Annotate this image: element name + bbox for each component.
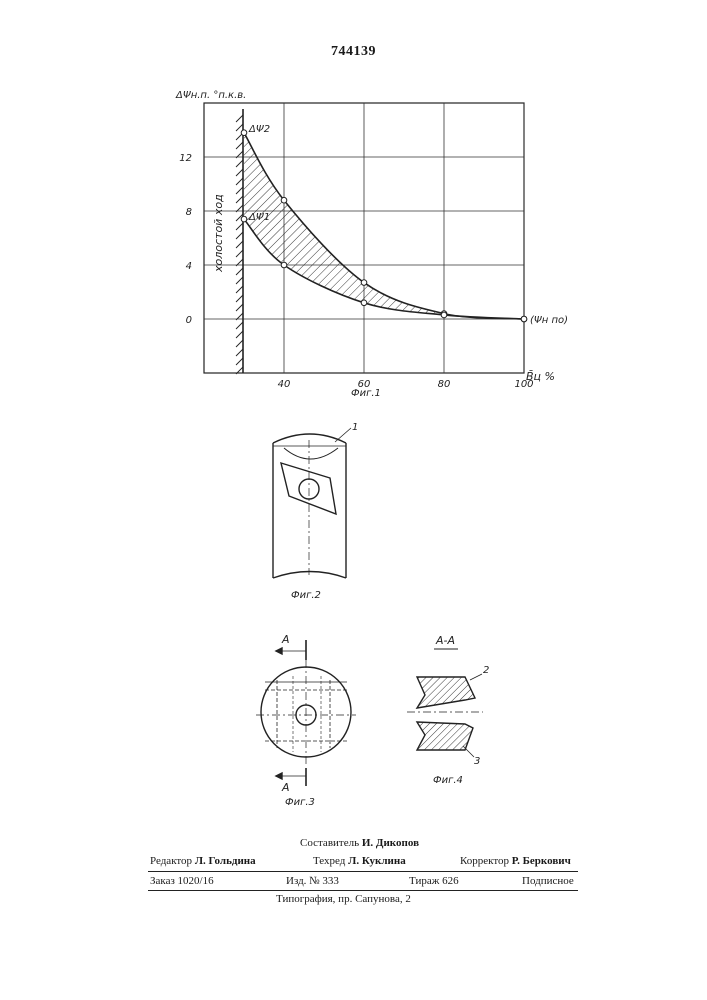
subscription: Подписное xyxy=(522,875,574,887)
fig3-section-bottom: A xyxy=(282,781,290,794)
hatched-region xyxy=(244,133,524,319)
idle-zone-hatch xyxy=(236,196,243,203)
idle-zone-hatch xyxy=(236,268,243,275)
imprint-rule-top xyxy=(148,871,578,872)
data-point-dpsi2-0 xyxy=(241,130,247,136)
data-point-dpsi1-4 xyxy=(521,316,527,322)
idle-zone-hatch xyxy=(236,331,243,338)
idle-zone-hatch xyxy=(236,115,243,122)
fig4-ref-2: 2 xyxy=(483,665,489,676)
fig2-ref-1: 1 xyxy=(352,422,358,433)
compiler-line: Составитель И. Дикопов xyxy=(300,837,419,849)
idle-zone-hatch xyxy=(236,232,243,239)
idle-zone-hatch xyxy=(236,142,243,149)
fig4-title: A-A xyxy=(436,634,455,647)
fig2-part xyxy=(273,428,351,578)
compiler-label: Составитель xyxy=(300,837,359,849)
series-label-dpsi1: ΔΨ1 xyxy=(249,212,270,223)
idle-zone-hatch xyxy=(236,250,243,257)
idle-zone-hatch xyxy=(236,340,243,347)
editor-line: Редактор Л. Гольдина xyxy=(150,855,256,867)
data-point-dpsi1-0 xyxy=(241,216,247,222)
y-axis-label: ΔΨн.п. °п.к.в. xyxy=(176,90,246,101)
idle-zone-hatch xyxy=(236,187,243,194)
data-point-dpsi1-1 xyxy=(281,262,287,268)
idle-zone-hatch xyxy=(236,286,243,293)
fig4-ref-3: 3 xyxy=(474,756,480,767)
x-tick-label-40: 40 xyxy=(278,379,291,390)
fig2-caption: Фиг.2 xyxy=(291,590,321,601)
idle-zone-hatch xyxy=(236,241,243,248)
x-tick-label-80: 80 xyxy=(438,379,451,390)
idle-zone-hatch xyxy=(236,304,243,311)
editor-name: Л. Гольдина xyxy=(195,855,256,867)
fig4-caption: Фиг.4 xyxy=(433,775,463,786)
corrector-line: Корректор Р. Беркович xyxy=(460,855,571,867)
chart-tick-labels: 40608010004812 xyxy=(179,153,533,390)
idle-zone-hatch xyxy=(236,223,243,230)
idle-zone-hatch xyxy=(236,178,243,185)
data-point-dpsi2-1 xyxy=(281,197,287,203)
data-point-dpsi2-2 xyxy=(361,280,367,286)
fig3-section-top: A xyxy=(282,633,290,646)
y-tick-label-0: 0 xyxy=(186,315,192,326)
idle-zone-hatch xyxy=(236,322,243,329)
idle-zone-hatch xyxy=(236,124,243,131)
idle-zone-hatch xyxy=(236,358,243,365)
y-tick-label-4: 4 xyxy=(186,261,192,272)
chart-grid xyxy=(204,103,524,373)
y-tick-label-8: 8 xyxy=(186,207,192,218)
imprint-rule-bottom xyxy=(148,890,578,891)
series-label-dpsi2: ΔΨ2 xyxy=(249,124,270,135)
end-point-label: (Ψн по) xyxy=(530,315,568,326)
fig1-caption: Фиг.1 xyxy=(351,388,381,399)
y-tick-label-12: 12 xyxy=(179,153,192,164)
idle-zone xyxy=(236,109,243,374)
techred-name: Л. Куклина xyxy=(348,855,406,867)
fig3-caption: Фиг.3 xyxy=(285,797,315,808)
corrector-name: Р. Беркович xyxy=(512,855,571,867)
order-number: Заказ 1020/16 xyxy=(150,875,214,887)
editor-label: Редактор xyxy=(150,855,192,867)
techred-label: Техред xyxy=(313,855,345,867)
data-point-dpsi1-3 xyxy=(441,312,447,318)
printer-line: Типография, пр. Сапунова, 2 xyxy=(276,893,411,905)
edition-number: Изд. № 333 xyxy=(286,875,339,887)
data-point-dpsi1-2 xyxy=(361,300,367,306)
idle-zone-hatch xyxy=(236,349,243,356)
idle-zone-hatch xyxy=(236,295,243,302)
idle-zone-hatch xyxy=(236,160,243,167)
compiler-name: И. Дикопов xyxy=(362,837,419,849)
idle-zone-label: холостой ход xyxy=(212,194,225,272)
fig1-chart: 40608010004812 xyxy=(0,0,707,420)
x-axis-label: B̄ц % xyxy=(526,370,555,383)
idle-zone-hatch xyxy=(236,169,243,176)
corrector-label: Корректор xyxy=(460,855,509,867)
idle-zone-hatch xyxy=(236,277,243,284)
circulation: Тираж 626 xyxy=(409,875,459,887)
techred-line: Техред Л. Куклина xyxy=(313,855,406,867)
